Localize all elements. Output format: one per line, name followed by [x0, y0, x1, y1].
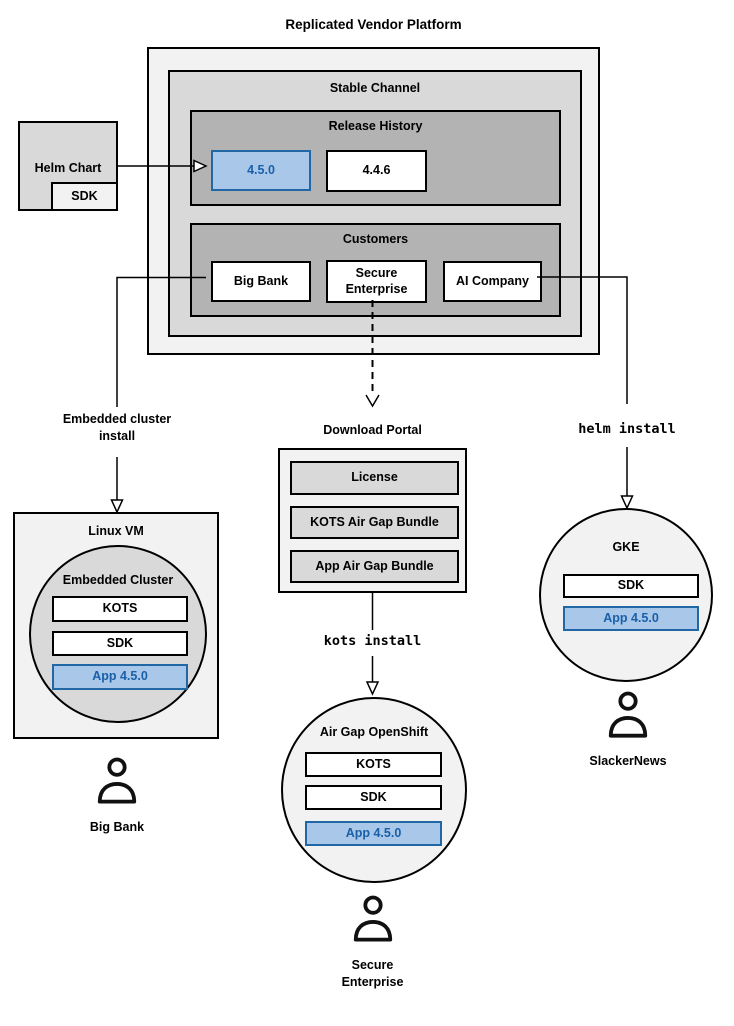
openshift-sdk-node: SDK: [305, 785, 442, 810]
customer-node-ai-company: AI Company: [443, 261, 542, 302]
embedded-cluster-install-label: Embedded cluster install: [62, 412, 172, 443]
release-node-450: 4.5.0: [211, 150, 311, 191]
user-label: SlackerNews: [589, 754, 667, 768]
embedded-cluster-circle: Embedded Cluster KOTS SDK App 4.5.0: [29, 545, 207, 723]
air-gap-openshift-circle: Air Gap OpenShift KOTS SDK App 4.5.0: [281, 697, 467, 883]
gke-title: GKE: [612, 540, 640, 554]
gke-sdk-node: SDK: [563, 574, 699, 598]
user-icon: [97, 757, 137, 804]
helm-install-label: helm install: [578, 421, 676, 437]
user-label: Big Bank: [89, 820, 145, 834]
openshift-app-node: App 4.5.0: [305, 821, 442, 846]
user-icon: [608, 691, 648, 738]
embedded-cluster-app-node: App 4.5.0: [52, 664, 188, 690]
customers-title: Customers: [342, 232, 409, 246]
stable-channel-box: Stable Channel Release History 4.5.0 4.4…: [168, 70, 582, 337]
release-history-title: Release History: [328, 119, 423, 133]
portal-item-kots-bundle: KOTS Air Gap Bundle: [290, 506, 459, 539]
arrowhead-down-icon: [110, 499, 124, 514]
customers-box: Customers Big Bank Secure Enterprise AI …: [190, 223, 561, 317]
kots-install-label: kots install: [323, 633, 422, 649]
arrowhead-down-icon: [620, 495, 634, 510]
arrowhead-open-down-icon: [365, 394, 380, 408]
download-portal-box: License KOTS Air Gap Bundle App Air Gap …: [278, 448, 467, 593]
gke-app-node: App 4.5.0: [563, 606, 699, 631]
diagram-title: Replicated Vendor Platform: [285, 17, 462, 32]
platform-box: Stable Channel Release History 4.5.0 4.4…: [147, 47, 600, 355]
user-big-bank: Big Bank: [47, 757, 187, 836]
user-slackernews: SlackerNews: [558, 691, 698, 770]
user-icon: [353, 895, 392, 942]
helm-chart-label: Helm Chart: [34, 161, 102, 175]
customer-node-big-bank: Big Bank: [211, 261, 311, 302]
stable-channel-title: Stable Channel: [329, 81, 421, 95]
embedded-cluster-sdk-node: SDK: [52, 631, 188, 656]
user-secure-enterprise: Secure Enterprise: [302, 895, 443, 991]
linux-vm-box: Linux VM Embedded Cluster KOTS SDK App 4…: [13, 512, 219, 739]
arrowhead-down-icon: [365, 681, 380, 696]
embedded-cluster-title: Embedded Cluster: [62, 573, 174, 587]
download-portal-title: Download Portal: [323, 423, 422, 437]
helm-chart-box: Helm Chart SDK: [18, 121, 118, 211]
embedded-cluster-kots-node: KOTS: [52, 596, 188, 622]
helm-chart-sdk-node: SDK: [51, 182, 118, 211]
release-node-446: 4.4.6: [326, 150, 427, 192]
user-label: Secure Enterprise: [341, 958, 404, 989]
air-gap-openshift-title: Air Gap OpenShift: [319, 725, 429, 739]
linux-vm-title: Linux VM: [88, 524, 144, 538]
customer-node-secure-enterprise: Secure Enterprise: [326, 260, 427, 303]
release-history-box: Release History 4.5.0 4.4.6: [190, 110, 561, 206]
gke-circle: GKE SDK App 4.5.0: [539, 508, 713, 682]
portal-item-license: License: [290, 461, 459, 495]
openshift-kots-node: KOTS: [305, 752, 442, 777]
portal-item-app-bundle: App Air Gap Bundle: [290, 550, 459, 583]
